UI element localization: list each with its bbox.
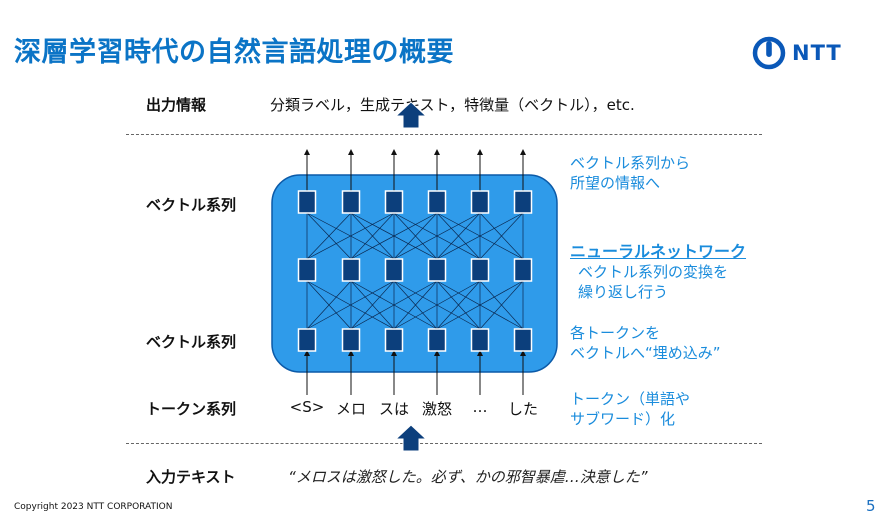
- tok-note-line1: トークン（単語や: [570, 390, 691, 408]
- vector-node: [297, 328, 317, 352]
- token-sequence-label: トークン系列: [146, 400, 237, 418]
- token-item: 激怒: [421, 400, 452, 418]
- network-connection: [479, 212, 524, 260]
- nn-desc-line2: 繰り返し行う: [578, 283, 669, 301]
- vector-node: [513, 258, 533, 282]
- network-connection: [393, 212, 438, 260]
- embedding-note: 各トークンを ベクトルへ“埋め込み”: [570, 323, 721, 363]
- network-connection: [306, 280, 395, 330]
- network-connection: [350, 280, 395, 330]
- input-text-label: 入力テキスト: [146, 468, 236, 486]
- input-block-arrow: [394, 424, 428, 452]
- desired-note-line1: ベクトル系列から: [570, 154, 691, 172]
- network-connection: [436, 280, 481, 330]
- vector-node: [470, 258, 490, 282]
- token-item: メロ: [335, 400, 366, 418]
- vector-node: [470, 190, 490, 214]
- page-number: 5: [866, 497, 876, 515]
- vector-node: [427, 258, 447, 282]
- vector-sequence-label-lower: ベクトル系列: [146, 333, 237, 351]
- network-connection: [306, 212, 395, 260]
- token-item: スは: [378, 400, 409, 418]
- input-sentence: “メロスは激怒した。必ず、かの邪智暴虐…決意した”: [288, 468, 648, 486]
- desired-info-note: ベクトル系列から 所望の情報へ: [570, 153, 690, 193]
- output-label: 出力情報: [146, 96, 207, 114]
- embed-note-line2: ベクトルへ“埋め込み”: [570, 344, 721, 362]
- desired-note-line2: 所望の情報へ: [570, 174, 661, 192]
- ntt-logo-text: NTT: [792, 41, 842, 65]
- network-connection: [436, 212, 524, 260]
- embed-note-line1: 各トークンを: [570, 324, 661, 342]
- token-item: した: [507, 400, 538, 418]
- network-connection: [350, 212, 438, 260]
- copyright: Copyright 2023 NTT CORPORATION: [14, 502, 173, 512]
- network-connection: [306, 280, 352, 330]
- network-connection: [393, 280, 481, 330]
- tokenization-note: トークン（単語や サブワード）化: [570, 389, 690, 429]
- vector-node: [384, 190, 404, 214]
- vector-node: [341, 258, 361, 282]
- bottom-divider: [126, 443, 762, 444]
- tok-note-line2: サブワード）化: [570, 410, 676, 428]
- network-connection: [393, 212, 481, 260]
- vector-node: [384, 328, 404, 352]
- network-connection: [350, 212, 395, 260]
- network-connection: [306, 212, 352, 260]
- ntt-logo: NTT: [752, 36, 842, 70]
- network-connection: [479, 280, 524, 330]
- vector-node: [427, 328, 447, 352]
- output-block-arrow: [394, 101, 428, 129]
- output-text: 分類ラベル，生成テキスト，特徴量（ベクトル），etc.: [270, 96, 635, 114]
- page-title: 深層学習時代の自然言語処理の概要: [14, 37, 454, 68]
- vector-node: [297, 258, 317, 282]
- token-item: <S>: [289, 398, 325, 416]
- vector-node: [297, 190, 317, 214]
- network-connection: [350, 280, 438, 330]
- vector-node: [341, 328, 361, 352]
- ntt-logo-icon: [752, 36, 786, 70]
- vector-sequence-label-upper: ベクトル系列: [146, 196, 237, 214]
- vector-node: [470, 328, 490, 352]
- network-connection: [436, 212, 481, 260]
- vector-node: [341, 190, 361, 214]
- network-connection: [393, 280, 438, 330]
- token-item: …: [472, 398, 488, 416]
- nn-description: ベクトル系列の変換を 繰り返し行う: [578, 262, 728, 302]
- vector-node: [513, 190, 533, 214]
- network-connection: [436, 280, 524, 330]
- vector-node: [513, 328, 533, 352]
- vector-node: [427, 190, 447, 214]
- vector-node: [384, 258, 404, 282]
- neural-network-title: ニューラルネットワーク: [570, 242, 747, 261]
- nn-desc-line1: ベクトル系列の変換を: [578, 263, 729, 281]
- top-divider: [126, 134, 762, 135]
